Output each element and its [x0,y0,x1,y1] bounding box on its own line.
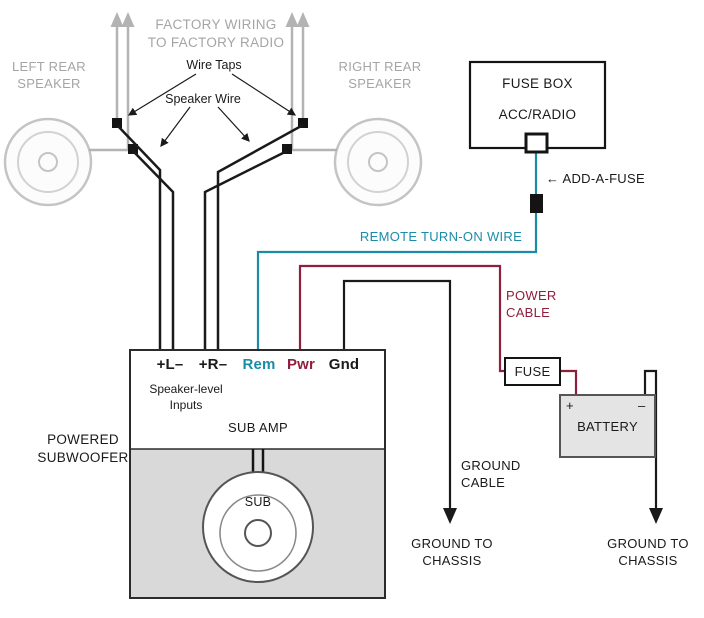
battery-label: BATTERY [577,419,638,434]
powered-subwoofer-label-line2: SUBWOOFER [37,449,129,465]
sub-driver-icon [202,471,314,583]
ground-to-chassis-right-line1: GROUND TO [607,536,689,551]
wire-taps-label: Wire Taps [186,58,242,72]
terminal-ground: Gnd [328,356,360,373]
left-rear-speaker-icon [3,117,93,207]
ground-cable-label-line2: CABLE [461,474,506,490]
ground-to-chassis-left-line2: CHASSIS [422,552,482,568]
power-cable-label: POWER CABLE [506,288,586,322]
inline-fuse-shape [504,357,561,386]
ground-to-chassis-right-label: GROUND TO CHASSIS [600,536,696,570]
factory-wiring-label: FACTORY WIRING TO FACTORY RADIO [146,16,286,51]
wire-tap-squares [112,118,308,154]
factory-wiring-lines [89,12,337,152]
speaker-wires [116,123,304,350]
ground-arrow-icon [649,508,663,524]
terminal-right-speaker-input: +R– [198,356,228,373]
ground-to-chassis-left-label: GROUND TO CHASSIS [404,536,500,570]
ground-to-chassis-left-line1: GROUND TO [411,536,493,551]
add-a-fuse-holder-icon [530,194,543,213]
terminal-power: Pwr [286,356,316,373]
right-rear-speaker-label-line2: SPEAKER [348,75,412,91]
powered-subwoofer-label-line1: POWERED [47,432,119,447]
terminal-remote: Rem [242,356,276,373]
factory-wiring-label-line2: TO FACTORY RADIO [147,34,285,50]
fuse-box-shape [468,60,607,154]
right-rear-speaker-label: RIGHT REAR SPEAKER [334,59,426,93]
power-cable-label-line2: CABLE [506,304,551,320]
factory-wiring-label-line1: FACTORY WIRING [155,17,277,32]
fuse-box-title: FUSE BOX [502,76,573,91]
speaker-level-inputs-label-line2: Inputs [169,397,203,412]
right-rear-speaker-label-line1: RIGHT REAR [338,59,422,74]
label-pointer-arrows [127,73,297,148]
battery-plus-terminal: + [566,398,574,413]
speaker-level-inputs-label: Speaker-level Inputs [136,382,236,413]
add-a-fuse-label: ← ADD-A-FUSE [546,171,645,186]
powered-subwoofer-label: POWERED SUBWOOFER [28,431,138,466]
speaker-wire-label: Speaker Wire [165,92,241,106]
left-rear-speaker-label: LEFT REAR SPEAKER [6,59,92,93]
ground-wire-amp [342,279,457,524]
fuse-label: FUSE [514,364,551,379]
speaker-level-inputs-label-line1: Speaker-level [149,382,223,396]
power-wire [298,264,578,396]
remote-turn-on-wire [256,150,543,350]
left-rear-speaker-label-line1: LEFT REAR [12,59,86,74]
right-rear-speaker-icon [333,117,423,207]
ground-to-chassis-right-line2: CHASSIS [618,552,678,568]
ground-cable-label: GROUND CABLE [461,458,541,492]
ground-cable-label-line1: GROUND [461,458,521,473]
sub-label: SUB [244,495,272,509]
acc-radio-label: ACC/RADIO [498,107,577,122]
battery-minus-terminal: – [638,398,646,413]
fuse-tap-connector-icon [524,132,549,154]
left-rear-speaker-label-line2: SPEAKER [17,75,81,91]
remote-turn-on-wire-label: REMOTE TURN-ON WIRE [359,229,523,244]
terminal-left-speaker-input: +L– [156,356,184,373]
battery-shape [559,394,656,458]
ground-arrow-icon [443,508,457,524]
sub-amp-label: SUB AMP [228,420,288,435]
power-cable-label-line1: POWER [506,288,557,303]
